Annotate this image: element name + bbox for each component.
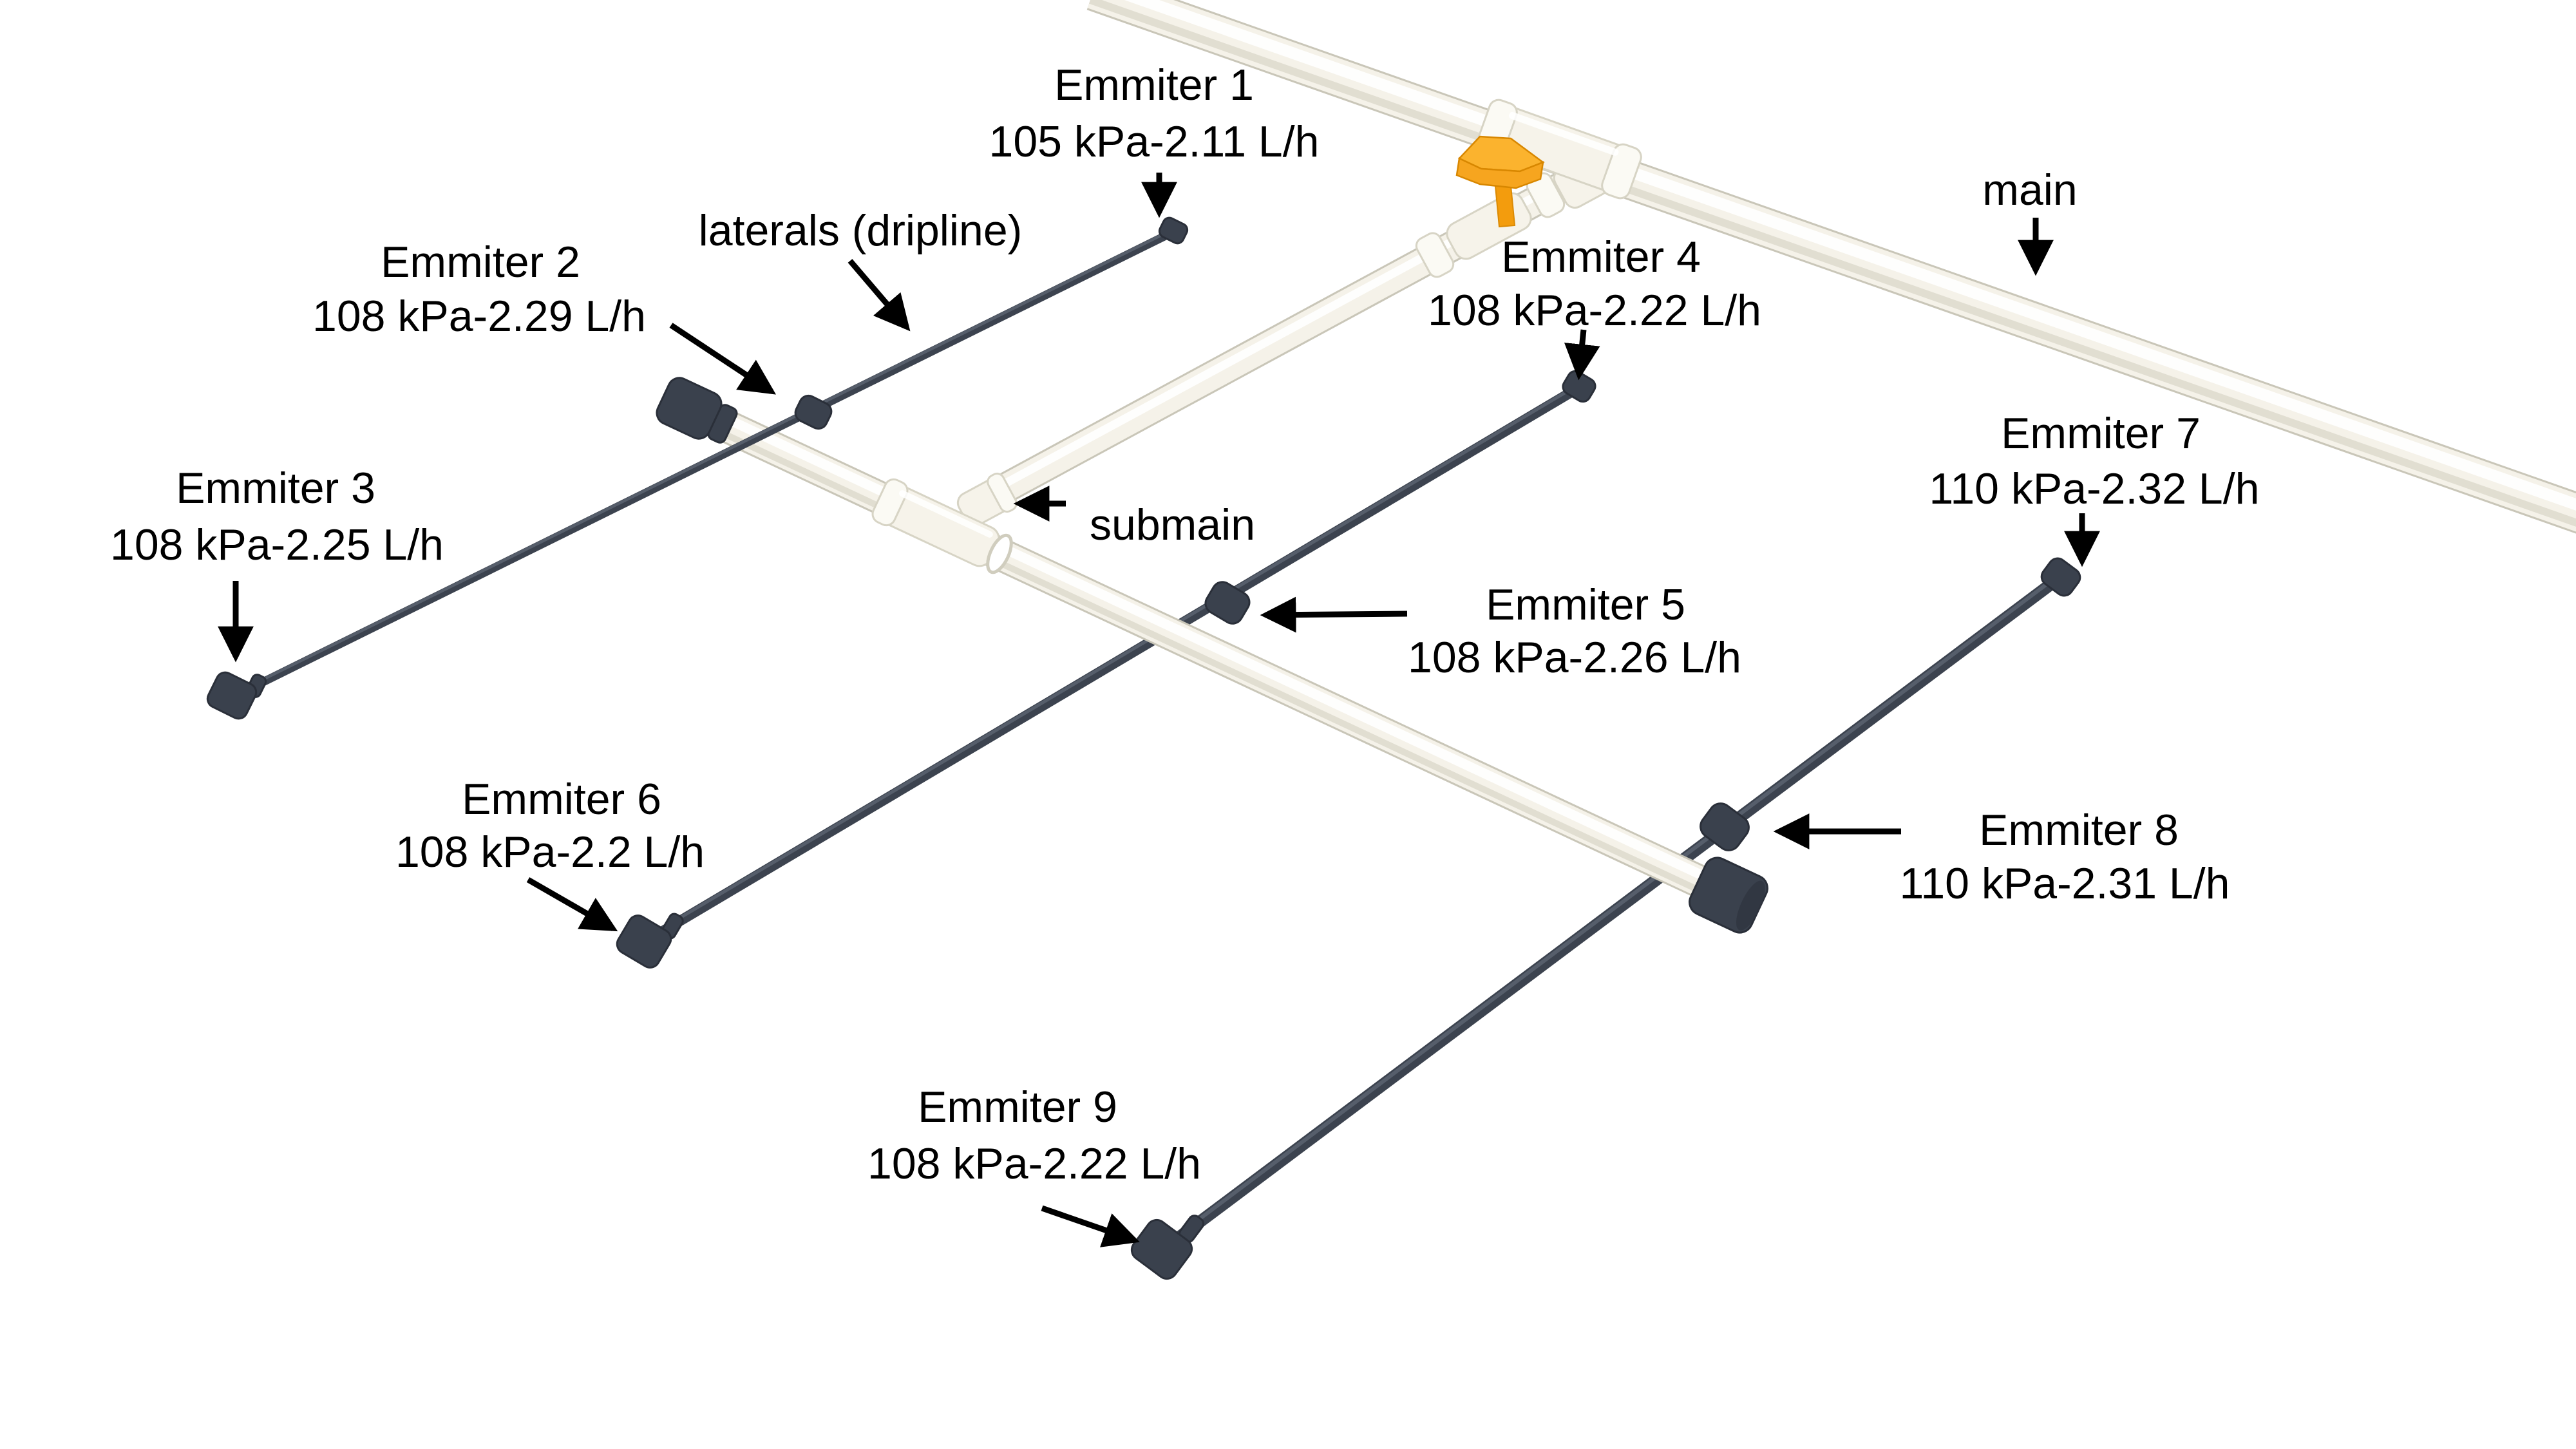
submain-end-cap-right <box>1689 857 1768 934</box>
lateral-row-3 <box>1159 573 2061 1255</box>
main-pipe <box>1086 0 2576 534</box>
submain-end-cap-left <box>656 377 738 444</box>
laterals-label: laterals (dripline) <box>699 206 1023 255</box>
emitter-1-tip <box>1158 216 1189 245</box>
emitter-7-spec: 110 kPa-2.32 L/h <box>1929 464 2260 513</box>
annotation-arrows <box>218 173 2100 1247</box>
valve <box>1455 135 1545 228</box>
emitter-2-name: Emmiter 2 <box>381 238 580 287</box>
arrow-laterals <box>848 259 911 332</box>
emitter-1-name: Emmiter 1 <box>1054 61 1254 109</box>
emitter-8-body <box>1700 802 1750 851</box>
emitter-8-name: Emmiter 8 <box>1979 806 2179 855</box>
main-tee-fitting <box>1415 99 1642 278</box>
arrow-emitter-2 <box>669 323 776 395</box>
labels: Emmiter 1 105 kPa-2.11 L/h Emmiter 2 108… <box>110 61 2259 1188</box>
submain-label: submain <box>1090 500 1255 549</box>
emitter-4-name: Emmiter 4 <box>1501 232 1701 281</box>
emitter-6-spec: 108 kPa-2.2 L/h <box>395 828 705 876</box>
emitter-3-name: Emmiter 3 <box>176 464 375 513</box>
emitter-3-tip <box>206 671 267 720</box>
emitter-1-spec: 105 kPa-2.11 L/h <box>989 117 1320 166</box>
emitter-2-body <box>794 394 833 430</box>
arrow-emitter-4 <box>1564 329 1600 381</box>
emitter-9-tip <box>1130 1215 1205 1280</box>
submain-tee-fitting <box>871 472 1018 574</box>
lateral-row-1 <box>231 228 1173 701</box>
valve-handle-front <box>1455 157 1544 189</box>
emitter-2-spec: 108 kPa-2.29 L/h <box>312 292 646 341</box>
main-label: main <box>1982 166 2077 214</box>
arrow-emitter-6 <box>526 877 618 932</box>
emitter-9-name: Emmiter 9 <box>918 1083 1117 1132</box>
emitter-6-tip <box>616 913 684 969</box>
emitter-3-spec: 108 kPa-2.25 L/h <box>110 520 444 569</box>
emitter-9-spec: 108 kPa-2.22 L/h <box>867 1139 1201 1188</box>
arrow-emitter-5 <box>1260 596 1408 633</box>
emitter-6-name: Emmiter 6 <box>462 775 661 824</box>
emitter-8-spec: 110 kPa-2.31 L/h <box>1900 859 2230 908</box>
emitter-4-spec: 108 kPa-2.22 L/h <box>1428 286 1761 335</box>
emitter-7-name: Emmiter 7 <box>2001 409 2201 458</box>
arrow-emitter-9 <box>1041 1205 1140 1247</box>
emitter-5-body <box>1204 581 1251 625</box>
emitter-5-name: Emmiter 5 <box>1486 580 1685 629</box>
lateral-row-2 <box>642 383 1580 946</box>
emitter-5-spec: 108 kPa-2.26 L/h <box>1408 633 1741 682</box>
